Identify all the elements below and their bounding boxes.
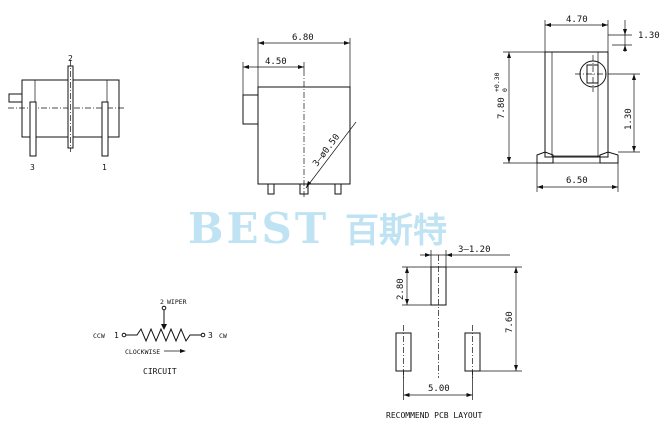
- terminal-3: [200, 332, 206, 338]
- terminal-1: [121, 332, 127, 338]
- dim-knob: 1.30: [624, 108, 634, 130]
- brand-watermark: BEST 百斯特: [188, 204, 447, 253]
- circuit-caption: CIRCUIT: [143, 367, 177, 376]
- side-view: 6.80 4.50 3—ø0.50: [242, 33, 357, 198]
- dim-spacing: 5.00: [428, 384, 450, 394]
- dim-offset: 1.30: [638, 31, 660, 41]
- front-view: 4.70 1.30 7.80 +0.30 0 1.30 6.50: [493, 15, 660, 192]
- pin-label-2: 2: [68, 54, 73, 63]
- dim-base: 6.50: [566, 176, 588, 186]
- pin-2-label: 2: [160, 298, 164, 306]
- adjust-tab: [8, 93, 23, 103]
- pin-label-1: 1: [102, 163, 107, 172]
- pin-1-label: 1: [114, 331, 119, 340]
- dim-pad-len: 2.80: [396, 278, 406, 300]
- dim-hole: 3—ø0.50: [311, 132, 342, 168]
- clockwise-label: CLOCKWISE: [125, 348, 160, 356]
- dim-height-tol2: 0: [501, 88, 509, 92]
- terminal-2: [161, 305, 167, 311]
- wiper-arrow: [161, 324, 167, 330]
- dim-partial: 4.50: [265, 57, 287, 67]
- dim-height-tol: +0.30: [493, 72, 501, 92]
- dim-top: 4.70: [566, 15, 588, 25]
- pin-label-3: 3: [30, 163, 35, 172]
- hole-leader: [305, 121, 357, 189]
- pin-3-label: 3: [208, 331, 213, 340]
- pin-1: [101, 101, 109, 157]
- resistor-zigzag: [126, 327, 201, 343]
- side-pin-left: [267, 183, 275, 195]
- bottom-view: 2 3 1: [8, 54, 124, 172]
- dim-total: 6.80: [292, 33, 314, 43]
- wiper-label: WIPER: [167, 298, 187, 306]
- pin-3: [29, 101, 37, 157]
- pcb-layout: 3—1.20 2.80 7.60 5.00 RECOMMEND PCB LAYO…: [386, 245, 522, 420]
- watermark-cjk: 百斯特: [345, 211, 447, 251]
- side-knob: [242, 94, 259, 125]
- dim-vertical: 7.60: [505, 311, 515, 333]
- dim-height: 7.80: [497, 97, 507, 119]
- pcb-caption: RECOMMEND PCB LAYOUT: [386, 411, 483, 420]
- circuit-symbol: 2 WIPER CCW 1 3 CW CLOCKWISE CIRCUIT: [93, 298, 227, 376]
- front-body: [544, 51, 609, 158]
- side-pin-right: [334, 183, 342, 195]
- side-pin-mid: [299, 183, 309, 195]
- dim-pad: 3—1.20: [458, 245, 491, 255]
- ccw-label: CCW: [93, 332, 105, 340]
- watermark-latin: BEST: [188, 204, 329, 253]
- cw-label: CW: [219, 332, 227, 340]
